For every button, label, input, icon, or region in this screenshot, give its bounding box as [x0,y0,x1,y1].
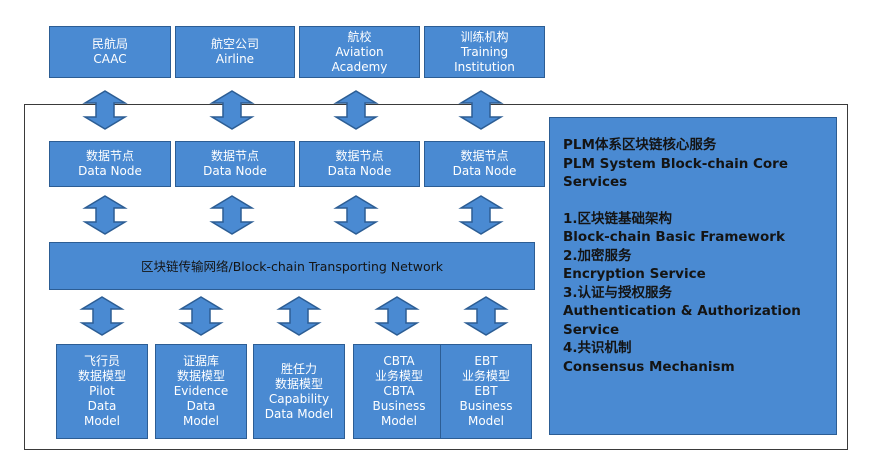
service-item-2-cn: 2.加密服务 [563,247,632,264]
services-title-cn: PLM体系区块链核心服务 [563,137,717,153]
service-item-1-cn: 1.区块链基础架构 [563,210,673,227]
data-node-3: 数据节点 Data Node [299,141,420,187]
data-node-1: 数据节点 Data Node [49,141,171,187]
bidirectional-arrow-icon [276,296,322,336]
bidirectional-arrow-icon [333,90,379,130]
blockchain-network: 区块链传输网络/Block-chain Transporting Network [49,242,535,290]
entity-caac: 民航局 CAAC [49,26,171,78]
service-item-4-en: Consensus Mechanism [563,358,735,375]
bidirectional-arrow-icon [463,296,509,336]
data-node-2: 数据节点 Data Node [175,141,295,187]
core-services-panel: PLM体系区块链核心服务 PLM System Block-chain Core… [549,117,837,435]
bidirectional-arrow-icon [178,296,224,336]
bidirectional-arrow-icon [209,195,255,235]
service-item-1-en: Block-chain Basic Framework [563,229,785,245]
bidirectional-arrow-icon [82,195,128,235]
model-ebt-business: EBT 业务模型 EBT Business Model [440,344,532,439]
entity-aviation-academy: 航校 Aviation Academy [299,26,420,78]
bidirectional-arrow-icon [209,90,255,130]
service-item-2-en: Encryption Service [563,266,706,282]
bidirectional-arrow-icon [374,296,420,336]
bidirectional-arrow-icon [82,90,128,130]
entity-training-institution: 训练机构 Training Institution [424,26,545,78]
model-evidence-data: 证据库 数据模型 Evidence Data Model [155,344,247,439]
bidirectional-arrow-icon [333,195,379,235]
data-node-4: 数据节点 Data Node [424,141,545,187]
model-pilot-data: 飞行员 数据模型 Pilot Data Model [56,344,148,439]
entity-airline: 航空公司 Airline [175,26,295,78]
bidirectional-arrow-icon [79,296,125,336]
model-capability-data: 胜任力 数据模型 Capability Data Model [253,344,345,439]
model-cbta-business: CBTA 业务模型 CBTA Business Model [353,344,445,439]
service-item-3-cn: 3.认证与授权服务 [563,284,673,301]
bidirectional-arrow-icon [458,195,504,235]
service-item-3-en: Authentication & Authorization Service [563,303,801,338]
service-item-4-cn: 4.共识机制 [563,340,632,356]
bidirectional-arrow-icon [458,90,504,130]
services-title-en: PLM System Block-chain Core Services [563,155,788,191]
